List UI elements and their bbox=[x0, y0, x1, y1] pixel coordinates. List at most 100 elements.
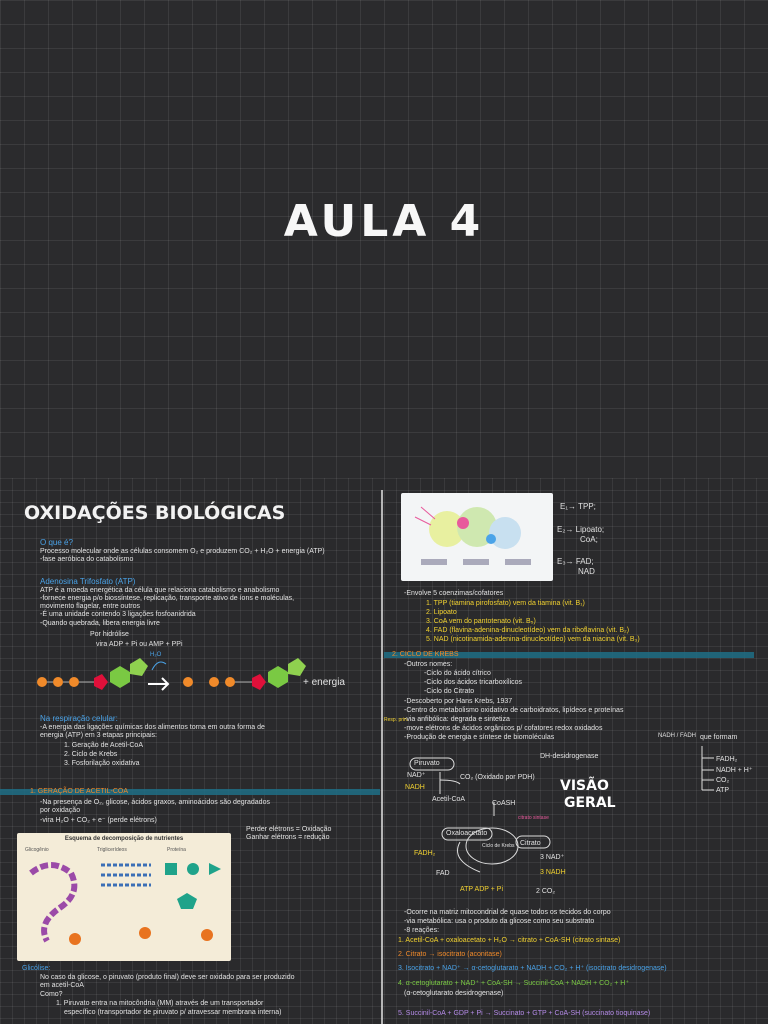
text-line: -Ciclo do ácido cítrico bbox=[424, 670, 491, 677]
product-item: NADH + H⁺ bbox=[716, 767, 753, 774]
respiration-label: Na respiração celular: bbox=[40, 714, 118, 723]
acetyl-coa-label: Acetil-CoA bbox=[432, 796, 466, 803]
forms-label: que formam bbox=[700, 734, 738, 741]
text-line: -Descoberto por Hans Krebs, 1937 bbox=[404, 698, 513, 705]
text-line: -Outros nomes: bbox=[404, 661, 453, 668]
text-line: -via metabólica: usa o produto da glicos… bbox=[404, 918, 595, 925]
phosphate-icon bbox=[53, 677, 63, 687]
fad-label: FAD bbox=[436, 870, 450, 877]
nadh-fadh-label: NADH / FADH bbox=[658, 733, 697, 739]
cofactor-item: 2. Lipoato bbox=[426, 609, 457, 616]
adenine-icon bbox=[110, 666, 130, 688]
product-item: ATP bbox=[716, 787, 730, 794]
fadh2-label: FADH₂ bbox=[414, 850, 436, 857]
krebs-overview-diagram bbox=[409, 757, 551, 873]
enzyme-e3b: NAD bbox=[578, 567, 595, 576]
text-line: -fase aeróbica do catabolismo bbox=[40, 556, 134, 563]
nad-label: NAD⁺ bbox=[407, 772, 426, 779]
section-band bbox=[384, 652, 754, 658]
ribose-icon bbox=[94, 674, 108, 690]
pdh-complex-image bbox=[401, 493, 553, 581]
text-line: em acetil-CoA bbox=[40, 982, 84, 989]
text-line: -via anfibólica: degrada e sintetiza bbox=[404, 716, 510, 723]
cofactor-item: 3. CoA vem do pantotenato (vit. B₅) bbox=[426, 618, 536, 625]
text-line: 2. Ciclo de Krebs bbox=[64, 751, 118, 758]
enzyme-e2: E₂→ Lipoato; bbox=[557, 525, 605, 534]
pyruvate-label: Piruvato bbox=[414, 760, 440, 767]
atp-hydrolysis-diagram bbox=[37, 658, 306, 691]
section-heading: OXIDAÇÕES BIOLÓGICAS bbox=[24, 502, 286, 524]
text-line: -Ocorre na matriz mitocondrial de quase … bbox=[404, 909, 611, 916]
enzyme-e1: E₁→ TPP; bbox=[560, 502, 596, 511]
text-line: por oxidação bbox=[40, 807, 81, 814]
reduction-note: Ganhar elétrons = redução bbox=[246, 834, 330, 841]
reaction-item: 2. Citrato → isocitrato (aconitase) bbox=[398, 951, 502, 958]
text-line: -fornece energia p/o biossíntese, replic… bbox=[40, 595, 295, 602]
citrate-synthase-label: citrato sintase bbox=[518, 815, 549, 821]
atp-label: Adenosina Trifosfato (ATP) bbox=[40, 577, 136, 586]
text-line: Como? bbox=[40, 991, 63, 998]
overview-title: GERAL bbox=[564, 795, 616, 811]
overview-title: VISÃO bbox=[560, 778, 609, 794]
oxidation-note: Perder elétrons = Oxidação bbox=[246, 826, 332, 833]
product-item: FADH₂ bbox=[716, 756, 738, 763]
section-label: 1. GERAÇÃO DE ACETIL-COA bbox=[30, 788, 129, 795]
enzyme-e3: E₃→ FAD; bbox=[557, 557, 594, 566]
diagram-title: Esquema de decomposição de nutrientes bbox=[64, 836, 184, 842]
coash-label: CoASH bbox=[492, 800, 516, 807]
text-line: -Envolve 5 coenzimas/cofatores bbox=[404, 590, 504, 597]
text-line: -Produção de energia e síntese de biomol… bbox=[404, 734, 555, 741]
question-label: O que é? bbox=[40, 538, 73, 547]
nadh3-label: 3 NADH bbox=[540, 869, 566, 876]
adenine-icon bbox=[268, 666, 288, 688]
co2-pdh-label: CO₂ (Oxidado por PDH) bbox=[460, 774, 535, 781]
text-line: -Ciclo do Citrato bbox=[424, 688, 475, 695]
column-divider bbox=[381, 490, 383, 1024]
phosphate-icon bbox=[69, 677, 79, 687]
reaction-item: 3. Isocitrato + NAD⁺ → α-cetoglutarato +… bbox=[398, 965, 667, 972]
reaction-item: 4. α-cetoglutarato + NAD⁺ + CoA-SH → Suc… bbox=[398, 980, 630, 987]
diagram-col: Glicogênio bbox=[25, 847, 49, 853]
cofactor-item: 5. NAD (nicotinamida-adenina-dinucleotíd… bbox=[426, 636, 640, 643]
text-line: -move elétrons de ácidos orgânicos p/ co… bbox=[404, 725, 603, 732]
ribose-icon bbox=[252, 674, 266, 690]
section-label: 2. CICLO DE KREBS bbox=[392, 651, 459, 658]
text-line: vira ADP + Pi ou AMP + PPi bbox=[96, 641, 183, 648]
text-line: -8 reações: bbox=[404, 927, 440, 934]
cofactor-item: 4. FAD (flavina-adenina-dinucleotídeo) v… bbox=[426, 627, 630, 634]
reaction-item: (α-cetoglutarato desidrogenase) bbox=[404, 990, 504, 997]
text-line: -Centro do metabolismo oxidativo de carb… bbox=[404, 707, 624, 714]
phosphate-icon bbox=[209, 677, 219, 687]
citrate-label: Citrato bbox=[520, 840, 541, 847]
text-line: -Quando quebrada, libera energia livre bbox=[40, 620, 160, 627]
diagram-col: Triglicerídeos bbox=[97, 847, 127, 853]
text-line: -Na presença de O₂, glicose, ácidos grax… bbox=[40, 799, 270, 806]
water-label: H₂O bbox=[150, 652, 162, 658]
cofactor-item: 1. TPP (tiamina pirofosfato) vem da tiam… bbox=[426, 600, 585, 607]
text-line: -É uma unidade contendo 3 ligações fosfo… bbox=[40, 611, 196, 618]
section-band bbox=[0, 789, 380, 795]
nad3-label: 3 NAD⁺ bbox=[540, 854, 565, 861]
text-line: -Ciclo dos ácidos tricarboxílicos bbox=[424, 679, 523, 686]
product-item: CO₂ bbox=[716, 777, 730, 784]
text-line: movimento flagelar, entre outros bbox=[40, 603, 140, 610]
text-line: Processo molecular onde as células conso… bbox=[40, 548, 325, 555]
oxaloacetate-label: Oxaloacetato bbox=[446, 830, 488, 837]
phosphate-icon bbox=[183, 677, 193, 687]
text-line: 3. Fosforilação oxidativa bbox=[64, 760, 140, 767]
atp-adp-label: ATP ADP + Pi bbox=[460, 886, 503, 893]
text-line: energia (ATP) em 3 etapas principais: bbox=[40, 732, 157, 739]
text-line: Por hidrólise bbox=[90, 631, 129, 638]
diagram-col: Proteína bbox=[167, 847, 186, 853]
side-note: Resp. prin. bbox=[384, 717, 409, 723]
co2-2-label: 2 CO₂ bbox=[536, 888, 556, 895]
nutrient-decomposition-image: Esquema de decomposição de nutrientes Gl… bbox=[17, 833, 231, 961]
text-line: -vira H₂O + CO₂ + e⁻ (perde elétrons) bbox=[40, 817, 157, 824]
text-line: No caso da glicose, o piruvato (produto … bbox=[40, 974, 295, 981]
glycolysis-label: Glicólise: bbox=[22, 965, 51, 972]
reaction-item: 5. Succinil-CoA + GDP + Pi → Succinato +… bbox=[398, 1010, 651, 1017]
reaction-arrow-icon bbox=[148, 677, 170, 691]
dh-note: DH-desidrogenase bbox=[540, 753, 599, 760]
enzyme-e2b: CoA; bbox=[580, 535, 598, 544]
text-line: -A energia das ligações químicas dos ali… bbox=[40, 724, 265, 731]
